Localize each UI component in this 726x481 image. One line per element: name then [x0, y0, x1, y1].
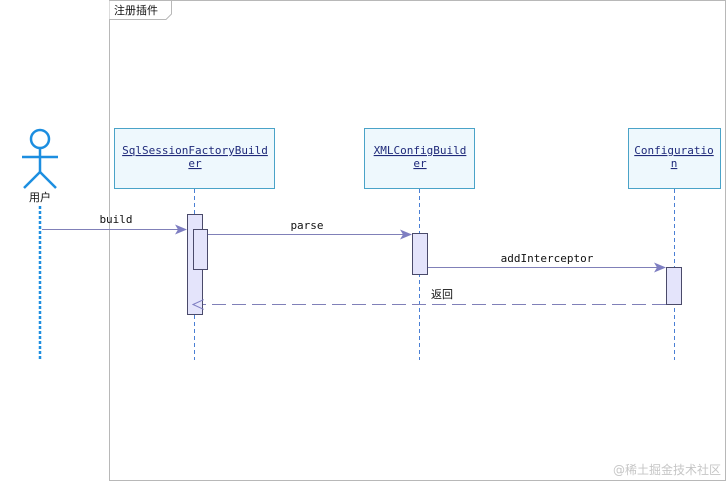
object-box: [114, 128, 275, 189]
message-label: 返回: [431, 288, 453, 301]
message-addinterceptor: addInterceptor: [428, 252, 666, 273]
actor-figure-icon: [22, 128, 58, 189]
object-box: [628, 128, 721, 189]
object-configuration: Configuratio n: [628, 128, 721, 360]
actor-label: 用户: [29, 190, 51, 204]
activation-bar: [666, 267, 682, 305]
activation-bar: [412, 233, 428, 275]
object-name-line2: n: [671, 157, 678, 170]
object-sqlsessionfactorybuilder: SqlSessionFactoryBuild er: [114, 128, 275, 360]
actor-user: 用户: [22, 128, 58, 360]
object-name-line1: Configuratio: [634, 144, 713, 157]
object-xmlconfigbuilder: XMLConfigBuild er: [364, 128, 475, 360]
activations: [187, 214, 682, 315]
object-name-line1: SqlSessionFactoryBuild: [122, 144, 268, 157]
message-parse: parse: [208, 219, 412, 240]
object-name-line2: er: [413, 157, 427, 170]
message-label: parse: [290, 219, 323, 232]
watermark: @稀土掘金技术社区: [613, 462, 721, 477]
frame-tab: [109, 0, 172, 20]
object-box: [364, 128, 475, 189]
frame-title: 注册插件: [114, 3, 158, 17]
object-name-line2: er: [188, 157, 202, 170]
message-return: 返回: [203, 288, 666, 305]
message-label: build: [99, 213, 132, 226]
message-build: build: [42, 213, 187, 235]
object-name-line1: XMLConfigBuild: [374, 144, 467, 157]
activation-bar: [193, 229, 208, 270]
message-label: addInterceptor: [501, 252, 594, 265]
